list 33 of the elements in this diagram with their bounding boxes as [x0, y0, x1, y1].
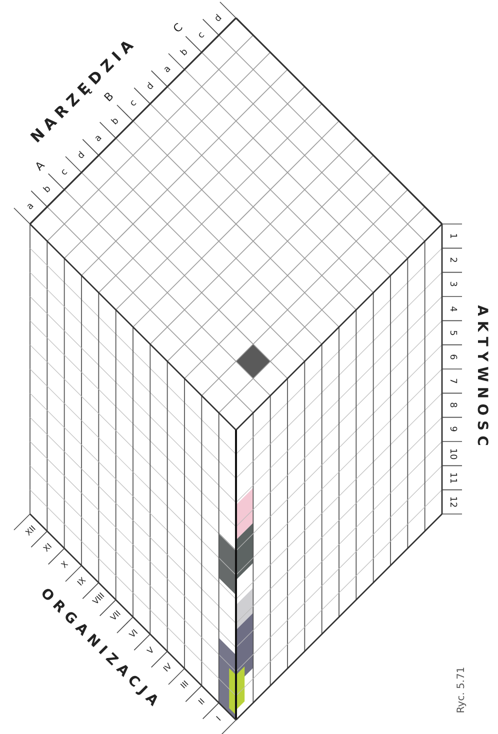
- axis-tick-label: c: [197, 30, 208, 41]
- axis-tick-label: 10: [448, 448, 456, 460]
- axis-tick-label: d: [214, 13, 225, 24]
- axis-tick-label: 8: [448, 402, 456, 408]
- axis-tick-label: b: [180, 48, 190, 58]
- axis-tick-label: 12: [448, 496, 456, 508]
- axis-tick-label: 5: [448, 330, 456, 336]
- axis-tick-label: I: [216, 716, 224, 724]
- axis-tick-label: 7: [448, 378, 456, 384]
- axis-tick-label: IV: [162, 662, 174, 674]
- axis-tick-label: 4: [448, 306, 456, 312]
- axis-tick-label: 3: [448, 282, 456, 288]
- axis-tick-label: XI: [42, 542, 54, 554]
- axis-tick-label: IX: [76, 576, 88, 588]
- axis-tick-label: a: [162, 64, 174, 76]
- axis-tick-label: X: [60, 560, 70, 570]
- axis-tick-label: III: [180, 680, 190, 690]
- axis-tick-label: d: [146, 82, 156, 92]
- figure-caption: Ryc. 5.71: [457, 666, 467, 714]
- axis-tick-label: 11: [448, 472, 456, 484]
- axis-tick-label: c: [60, 168, 70, 178]
- axis-tick-label: II: [198, 698, 207, 707]
- axis-tick-label: b: [42, 185, 53, 196]
- group-letter: A: [34, 159, 47, 172]
- axis-tick-label: XII: [24, 524, 38, 538]
- axis-title: AKTYWNOSC: [475, 305, 489, 451]
- axis-tick-label: d: [76, 150, 88, 162]
- axis-tick-label: 1: [448, 233, 456, 239]
- group-letter: C: [171, 22, 184, 35]
- axis-tick-label: a: [25, 202, 36, 213]
- axis-tick-label: 6: [448, 354, 456, 360]
- axis-tick-label: 2: [448, 257, 456, 264]
- axis-tick-label: 9: [448, 426, 456, 432]
